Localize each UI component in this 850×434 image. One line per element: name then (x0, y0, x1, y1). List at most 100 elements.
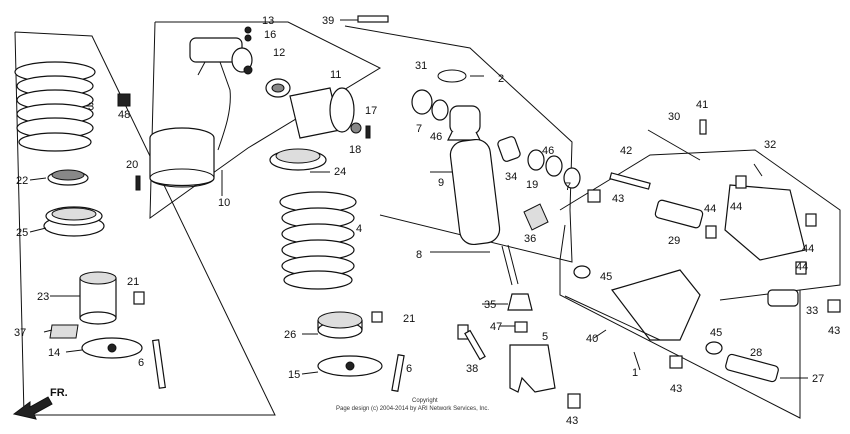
damper-assembly (447, 105, 519, 286)
collars-45 (573, 265, 723, 355)
part-label: 45 (710, 327, 722, 339)
copyright-notice: Copyright Page design (c) 2004-2014 by A… (336, 398, 489, 412)
part-label: 14 (48, 347, 60, 359)
part-label: 16 (264, 29, 276, 41)
part-label: 18 (349, 144, 361, 156)
part-label: 44 (730, 201, 742, 213)
bolt-17 (365, 125, 371, 139)
seat-26 (317, 311, 363, 339)
part-label: 48 (118, 109, 130, 121)
sleeve-28 (725, 353, 779, 383)
collars-44 (705, 175, 817, 275)
part-label: 19 (526, 179, 538, 191)
part-label: 10 (218, 197, 230, 209)
part-label: 35 (484, 299, 496, 311)
pin-6-right (391, 354, 405, 392)
copyright-line-1: Copyright (412, 398, 438, 404)
part-label: 21 (403, 313, 415, 325)
part-label: 26 (284, 329, 296, 341)
ring-24 (269, 148, 327, 171)
plate-15 (317, 355, 383, 377)
part-label: 46 (542, 145, 554, 157)
circlip-31 (437, 69, 467, 83)
part-label: 9 (438, 177, 444, 189)
part-label: 22 (16, 175, 28, 187)
reservoir-assembly (149, 37, 253, 188)
arm-1 (610, 269, 701, 341)
part-label: 41 (696, 99, 708, 111)
nut-21-left (133, 291, 145, 305)
part-label: 29 (668, 235, 680, 247)
bolt-39 (357, 15, 389, 23)
nut-48 (117, 93, 131, 107)
copyright-line-2: Page design (c) 2004-2014 by ARI Network… (336, 406, 489, 412)
part-label: 6 (406, 363, 412, 375)
part-label: 25 (16, 227, 28, 239)
sleeve-33 (767, 289, 799, 307)
seal-22 (47, 169, 89, 186)
part-label: 33 (806, 305, 818, 317)
bolt-40 (564, 295, 661, 341)
part-label: 34 (505, 171, 517, 183)
part-label: 7 (416, 123, 422, 135)
part-label: 7 (565, 181, 571, 193)
part-label: 31 (415, 60, 427, 72)
sticker-37 (49, 324, 79, 339)
callout-lines (29, 19, 808, 379)
part-label: 32 (764, 139, 776, 151)
part-label: 17 (365, 105, 377, 117)
bolt-38 (457, 324, 486, 361)
nut-13-16 (244, 26, 252, 42)
bolt-20 (135, 175, 141, 191)
part-label: 44 (704, 203, 716, 215)
sleeve-29 (654, 199, 704, 229)
part-label: 20 (126, 159, 138, 171)
part-number-labels: 1 2 3 4 5 6 6 7 7 8 9 10 11 12 13 14 15 … (14, 15, 840, 427)
part-label: 46 (430, 131, 442, 143)
bolt-41 (699, 119, 707, 135)
bar-30 (647, 129, 701, 161)
part-label: 43 (612, 193, 624, 205)
washer-12 (265, 78, 291, 98)
part-label: 37 (14, 327, 26, 339)
bolt-42 (609, 172, 651, 190)
part-label: 44 (796, 261, 808, 273)
part-label: 13 (262, 15, 274, 27)
seals-7-46 (411, 89, 449, 121)
ring-25 (43, 206, 105, 237)
part-label: 15 (288, 369, 300, 381)
spring-3 (14, 61, 96, 152)
part-label: 40 (586, 333, 598, 345)
part-label: 36 (524, 233, 536, 245)
part-label: 3 (88, 101, 94, 113)
nut-43-bottom-center (567, 393, 581, 409)
part-label: 21 (127, 276, 139, 288)
bushing-34 (497, 136, 521, 162)
part-label: 23 (37, 291, 49, 303)
part-label: 47 (490, 321, 502, 333)
front-direction-arrow: FR. (12, 387, 68, 420)
part-label: 1 (632, 367, 638, 379)
part-label: 4 (356, 223, 362, 235)
adjuster-11 (289, 87, 362, 139)
part-label: 11 (330, 69, 341, 81)
front-direction-label: FR. (50, 387, 68, 399)
collar-23 (79, 271, 117, 325)
part-label: 2 (498, 73, 504, 85)
part-label: 43 (566, 415, 578, 427)
seals-19-46-7 (527, 149, 581, 189)
part-label: 28 (750, 347, 762, 359)
bracket-5 (509, 344, 556, 393)
part-label: 38 (466, 363, 478, 375)
plate-14 (81, 337, 143, 359)
part-label: 45 (600, 271, 612, 283)
pin-6-left (152, 339, 166, 389)
link-32 (724, 184, 806, 261)
nuts-43-right (669, 299, 841, 369)
part-label: 24 (334, 166, 346, 178)
part-label: 43 (828, 325, 840, 337)
nut-43-mid (587, 189, 601, 203)
label-36 (523, 203, 549, 231)
part-label: 39 (322, 15, 334, 27)
